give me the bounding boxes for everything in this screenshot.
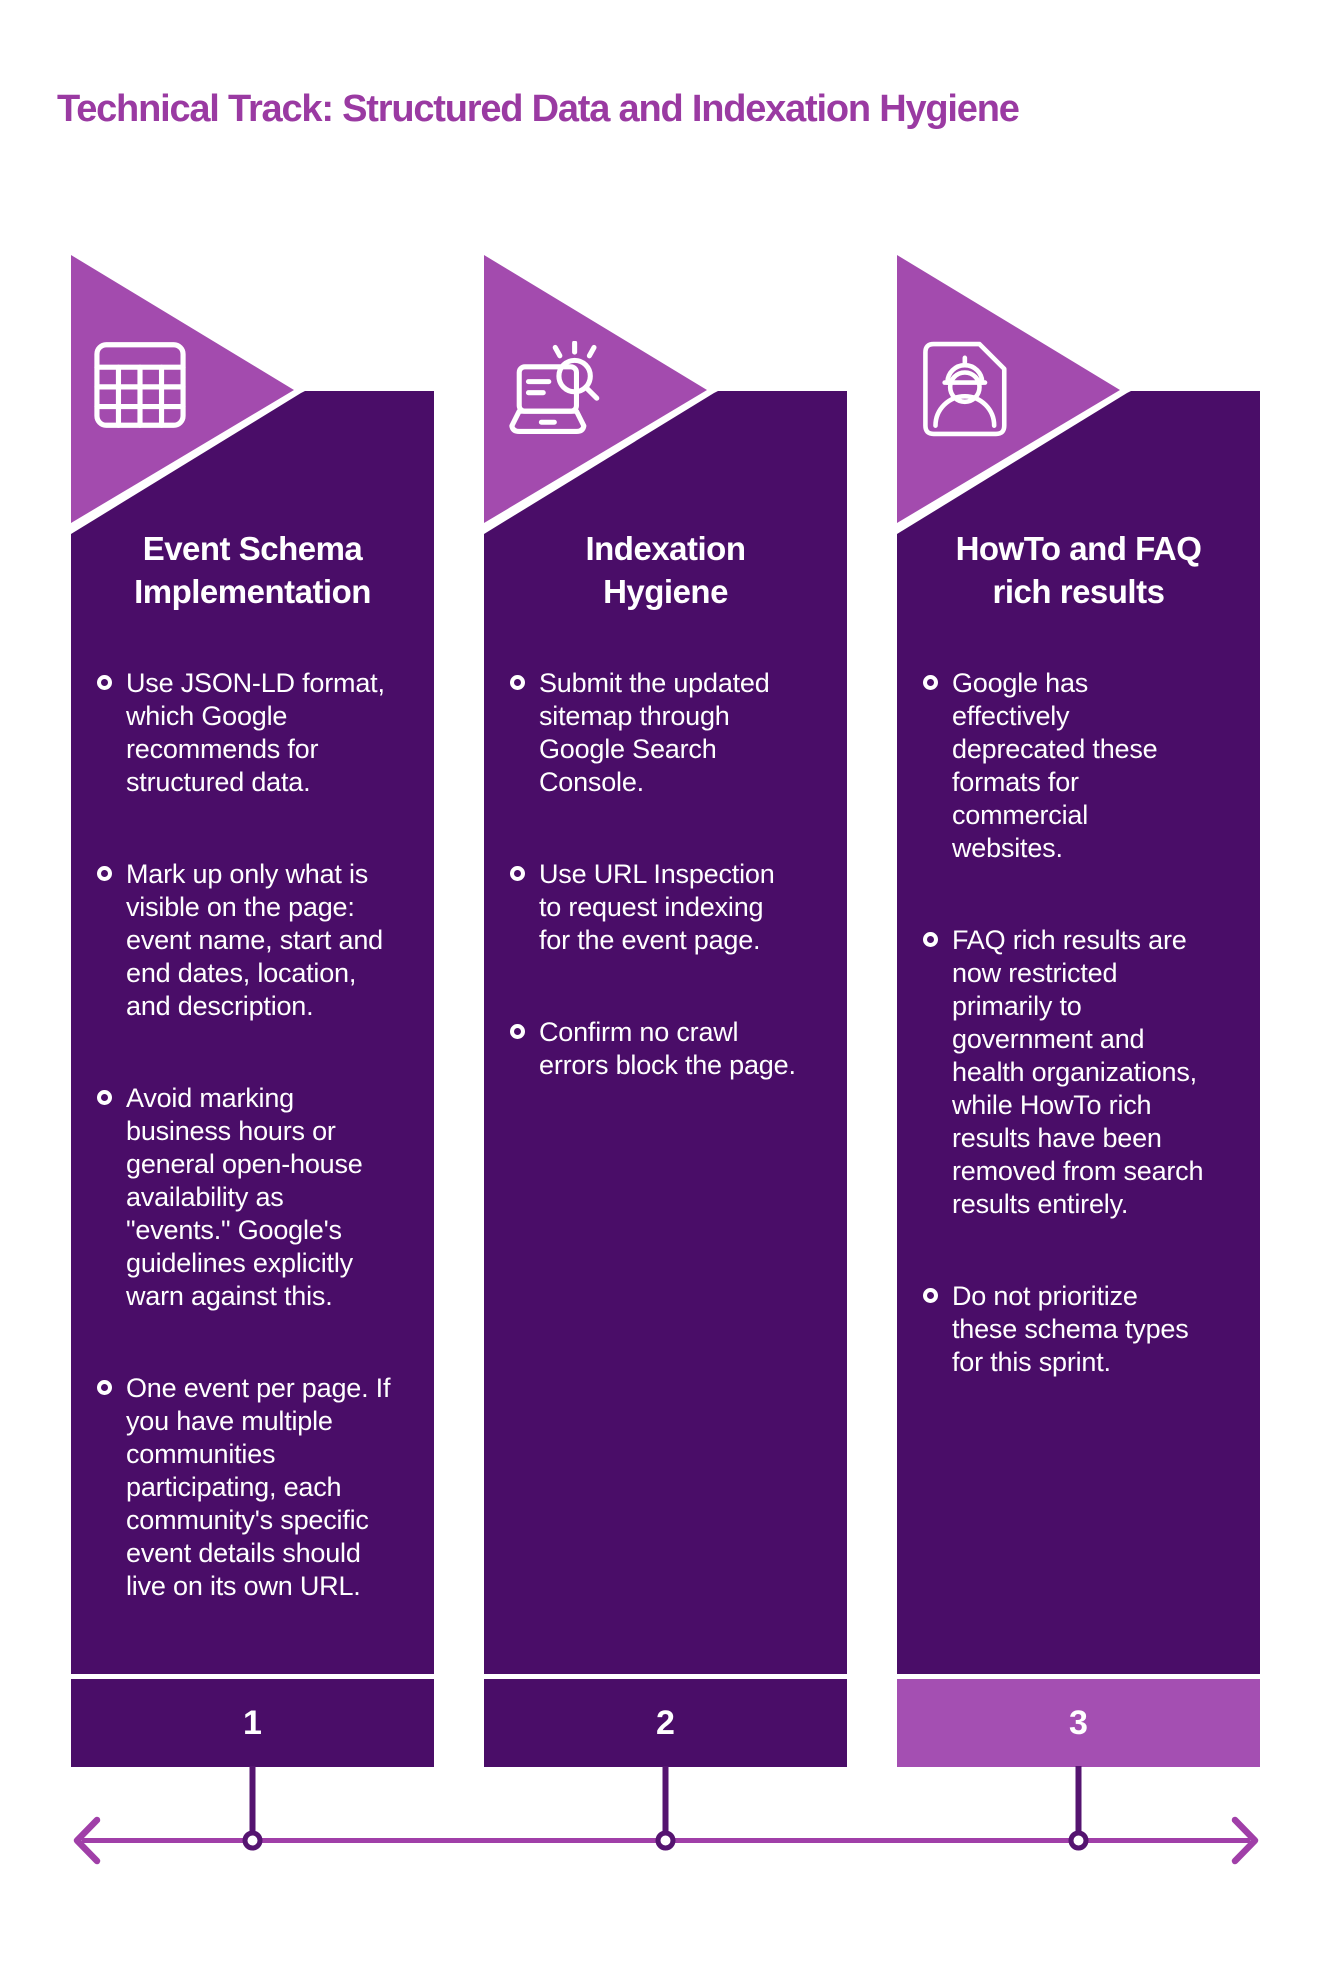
bullet-list: Use JSON-LD format, which Google recomme…	[71, 667, 434, 1662]
list-item: FAQ rich results are now restricted prim…	[923, 924, 1246, 1221]
bullet-ring-icon	[510, 1024, 525, 1039]
step-number: 3	[1069, 1703, 1088, 1742]
card-heading: Event Schema Implementation	[134, 530, 371, 610]
engineer-badge-icon	[923, 341, 1007, 437]
column-howto-faq: HowTo and FAQ rich results Google has ef…	[897, 255, 1260, 1674]
step-number: 1	[243, 1703, 262, 1742]
step-number: 2	[656, 1703, 675, 1742]
list-item: Do not prioritize these schema types for…	[923, 1280, 1246, 1379]
bullet-ring-icon	[923, 675, 938, 690]
card-heading: HowTo and FAQ rich results	[955, 530, 1202, 610]
timeline-dot	[655, 1830, 676, 1851]
bullet-ring-icon	[923, 932, 938, 947]
step-number-band-2: 2	[484, 1679, 847, 1767]
list-item: Confirm no crawl errors block the page.	[510, 1016, 833, 1082]
column-indexation-hygiene: Indexation Hygiene Submit the updated si…	[484, 255, 847, 1674]
list-item: One event per page. If you have multiple…	[97, 1372, 420, 1603]
list-item: Use JSON-LD format, which Google recomme…	[97, 667, 420, 799]
bullet-ring-icon	[510, 866, 525, 881]
bullet-ring-icon	[97, 1090, 112, 1105]
list-item: Google has effectively deprecated these …	[923, 667, 1246, 865]
bullet-list: Submit the updated sitemap through Googl…	[484, 667, 847, 1141]
timeline	[73, 1766, 1259, 1865]
card-heading: Indexation Hygiene	[585, 530, 746, 610]
list-item: Use URL Inspection to request indexing f…	[510, 858, 833, 957]
bullet-ring-icon	[97, 1380, 112, 1395]
laptop-search-icon	[509, 341, 600, 434]
bullet-ring-icon	[923, 1288, 938, 1303]
column-event-schema: Event Schema Implementation Use JSON-LD …	[71, 255, 434, 1674]
step-number-band-3: 3	[897, 1679, 1260, 1767]
list-item: Submit the updated sitemap through Googl…	[510, 667, 833, 799]
list-item: Mark up only what is visible on the page…	[97, 858, 420, 1023]
timeline-dot	[1068, 1830, 1089, 1851]
timeline-dot	[242, 1830, 263, 1851]
bullet-ring-icon	[97, 675, 112, 690]
page-title: Technical Track: Structured Data and Ind…	[57, 88, 1020, 130]
bullet-ring-icon	[510, 675, 525, 690]
card-shape	[484, 255, 847, 1674]
step-number-band-1: 1	[71, 1679, 434, 1767]
table-grid-icon	[94, 342, 186, 428]
card-shape	[897, 255, 1260, 1674]
list-item: Avoid marking business hours or general …	[97, 1082, 420, 1313]
bullet-ring-icon	[97, 866, 112, 881]
arrow-right-icon	[1231, 1816, 1259, 1865]
arrow-left-icon	[73, 1816, 101, 1865]
bullet-list: Google has effectively deprecated these …	[897, 667, 1260, 1438]
